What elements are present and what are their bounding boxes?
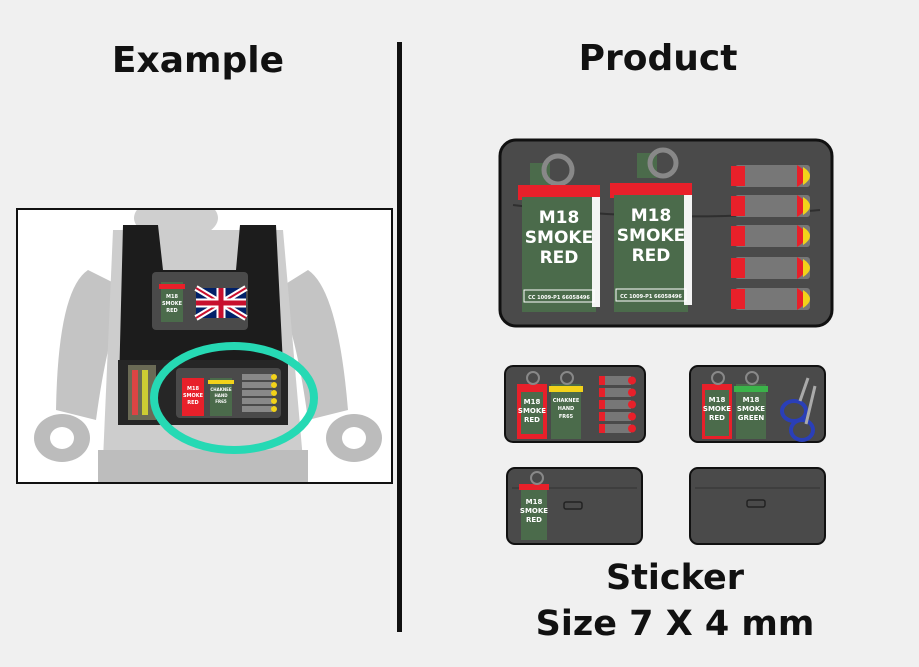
- grenade1-line1: M18: [539, 208, 580, 228]
- s2-red-line3: RED: [709, 414, 725, 422]
- patch-grenade-text3: RED: [166, 308, 177, 314]
- belt-grenade-yellow-text1: CHAKNEE: [210, 387, 232, 392]
- s2-red-line1: M18: [709, 396, 726, 404]
- grenade1-line2: SMOKE: [525, 228, 593, 248]
- belt-shells: [242, 374, 277, 412]
- pouch-slot-icon: [563, 501, 583, 510]
- s2-red-line2: SMOKE: [703, 405, 731, 413]
- pouch-slot-icon: [746, 499, 766, 508]
- small-sticker-3: M18 SMOKE RED: [506, 467, 643, 545]
- belt-grenade-red-text2: SMOKE: [183, 393, 204, 399]
- grenade2-line3: RED: [632, 246, 671, 266]
- s2-green-line1: M18: [743, 396, 760, 404]
- belt-grenade-yellow: [210, 378, 232, 416]
- s2-green-line2: SMOKE: [737, 405, 765, 413]
- s3-red-line1: M18: [526, 498, 543, 506]
- s1-yellow-line3: FR65: [559, 414, 574, 420]
- grenade2-serial: CC 1009-P1 66058496: [620, 294, 682, 300]
- patch-grenade-text1: M18: [166, 294, 178, 300]
- s1-red-line1: M18: [524, 398, 541, 406]
- belt-grenade-red-text3: RED: [187, 400, 198, 406]
- grenade2-line1: M18: [631, 206, 672, 226]
- small-sticker-4: [689, 467, 826, 545]
- s3-red-line2: SMOKE: [520, 507, 548, 515]
- shell-icon: [731, 165, 810, 310]
- scissors-icon: [780, 377, 817, 442]
- s1-red-line3: RED: [524, 416, 540, 424]
- grenade1-serial: CC 1009-P1 66058496: [528, 295, 590, 301]
- grenade1-line3: RED: [540, 248, 579, 268]
- s1-red-line2: SMOKE: [518, 407, 546, 415]
- grenade-icon: M18 SMOKE RED CC 1009-P1 66058496: [518, 153, 600, 312]
- belt-grenade-yellow-text3: FR65: [215, 399, 227, 404]
- highlight-ring: [150, 342, 318, 454]
- small-sticker-2: M18 SMOKE RED M18 SMOKE GREEN: [689, 365, 826, 443]
- grenade2-line2: SMOKE: [617, 226, 685, 246]
- minifigure-illustration: M18 SMOKE RED M18 SMOKE RED CHAKNEE HAND…: [34, 210, 382, 482]
- belt-grenade-yellow-text2: HAND: [214, 393, 228, 398]
- product-stickers: M18 SMOKE RED CC 1009-P1 66058496 M18 SM…: [498, 138, 834, 545]
- s1-yellow-line1: CHAKNEE: [553, 398, 580, 404]
- uk-flag-icon: [194, 285, 248, 321]
- vertical-divider: [397, 42, 402, 632]
- shell-icon: [599, 376, 636, 433]
- belt-grenade-red: [182, 378, 204, 416]
- figure-hips: [98, 450, 308, 482]
- small-sticker-1: M18 SMOKE RED CHAKNEE HAND FR65: [504, 365, 646, 443]
- product-heading: Product: [578, 38, 738, 79]
- s2-green-line3: GREEN: [738, 414, 765, 422]
- s3-red-line3: RED: [526, 516, 542, 524]
- s1-yellow-line2: HAND: [558, 406, 574, 412]
- patch-grenade: [161, 282, 183, 322]
- example-photo: M18 SMOKE RED M18 SMOKE RED CHAKNEE HAND…: [16, 208, 393, 484]
- figure-right-arm: [276, 270, 348, 420]
- example-heading: Example: [111, 40, 285, 81]
- caption-line-2: Size 7 X 4 mm: [535, 604, 815, 644]
- grenade-icon: M18 SMOKE RED CC 1009-P1 66058496: [610, 147, 692, 312]
- large-sticker: M18 SMOKE RED CC 1009-P1 66058496 M18 SM…: [498, 138, 834, 328]
- sticker-caption: Sticker Size 7 X 4 mm: [530, 555, 820, 647]
- caption-line-1: Sticker: [605, 558, 745, 598]
- patch-grenade-text2: SMOKE: [162, 301, 183, 307]
- belt-grenade-red-text1: M18: [187, 386, 199, 392]
